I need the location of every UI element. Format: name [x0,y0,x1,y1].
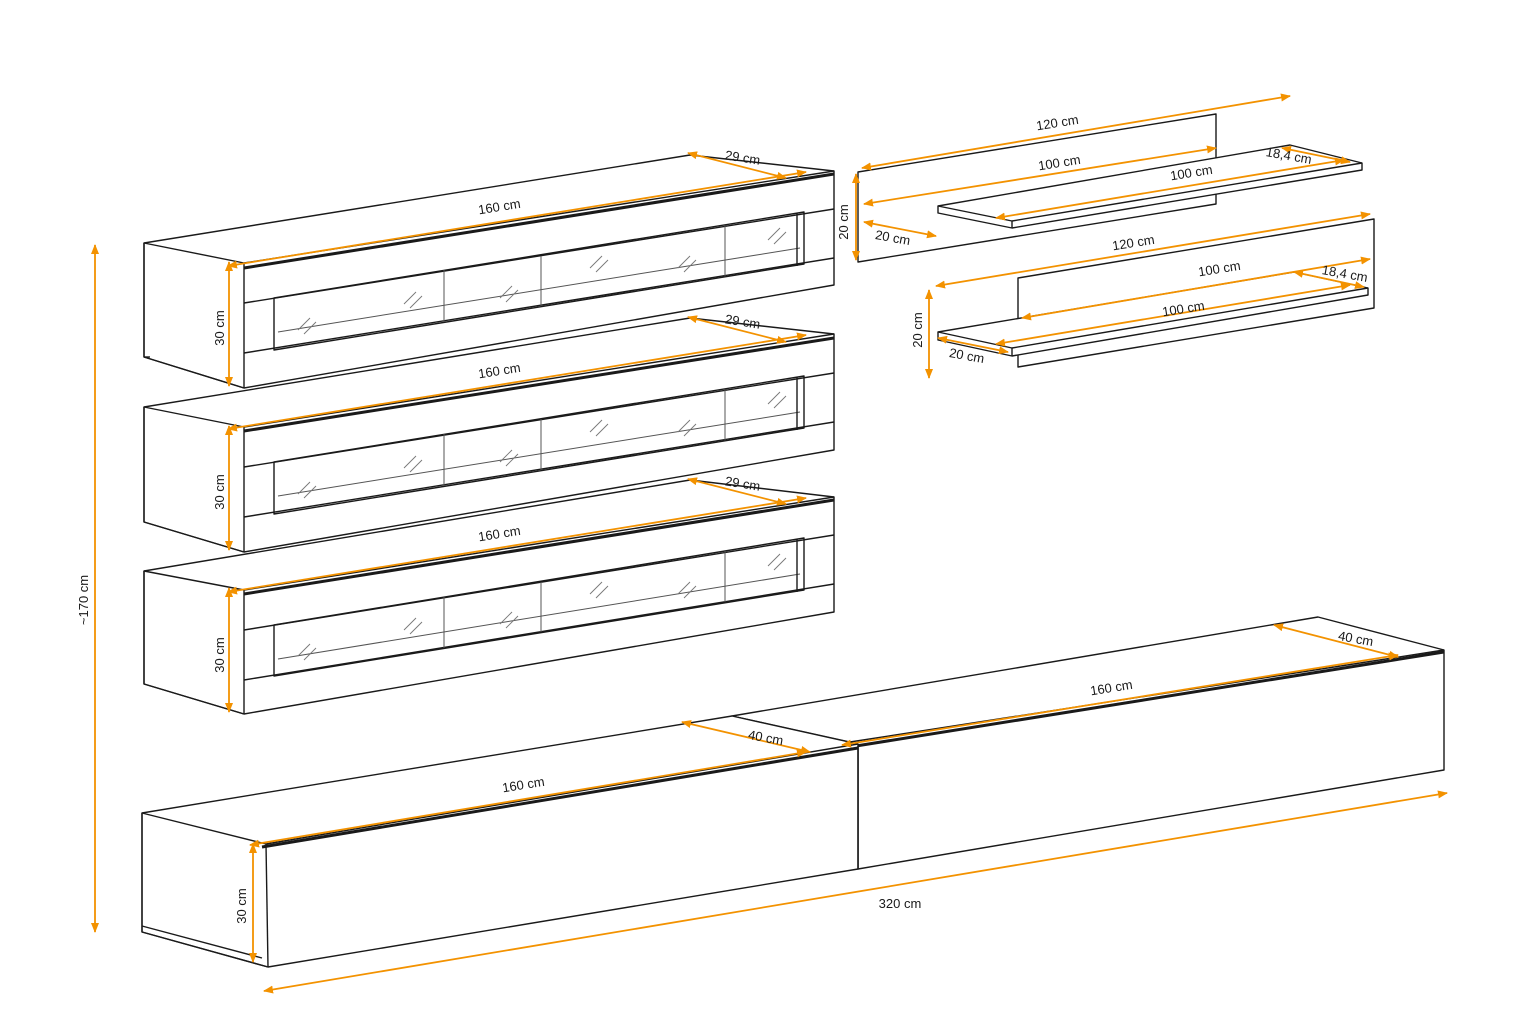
overall-height-label: ~170 cm [76,575,91,625]
cabinet-middle-length-label: 160 cm [477,360,521,381]
tv-right-depth-label: 40 cm [1337,628,1374,649]
tv-left-length-label: 160 cm [501,774,545,795]
shelf-lower-side-depth-label: 20 cm [948,345,985,366]
tv-board-left [141,715,859,968]
shelf-upper-dimensions: 120 cm 100 cm 100 cm 18,4 cm 20 cm 20 cm [836,93,1351,261]
shelf-lower-panel-length-label: 120 cm [1111,232,1155,253]
tv-left-height-label: 30 cm [234,888,249,923]
shelf-lower-inner-length-label: 100 cm [1161,298,1205,319]
cabinet-middle-height-label: 30 cm [212,474,227,509]
wall-shelf-lower [937,218,1375,368]
cabinet-top-height-label: 30 cm [212,310,227,345]
cabinet-top-length-label: 160 cm [477,196,521,217]
tv-right-length-label: 160 cm [1089,677,1133,698]
cabinet-bottom-dimensions: 160 cm 29 cm 30 cm [212,473,807,713]
cabinet-bottom-length-label: 160 cm [477,523,521,544]
tv-left-depth-label: 40 cm [747,727,784,748]
shelf-upper-side-depth-label: 20 cm [874,227,911,248]
shelf-lower-height-label: 20 cm [910,312,925,347]
tv-total-length-label: 320 cm [879,896,922,911]
cabinet-top-dimensions: 160 cm 29 cm 30 cm [212,147,807,387]
overall-height-dimension: ~170 cm [76,244,99,933]
shelf-lower-shelf-length-label: 100 cm [1197,258,1241,279]
shelf-upper-panel-length-label: 120 cm [1035,112,1079,133]
cabinet-middle-depth-label: 29 cm [724,311,761,331]
shelf-lower-dimensions: 120 cm 100 cm 100 cm 18,4 cm 20 cm 20 cm [910,211,1371,379]
cabinet-bottom-height-label: 30 cm [212,637,227,672]
shelf-upper-inner-length-label: 100 cm [1169,162,1213,183]
tv-board-dimensions: 160 cm 40 cm 30 cm 160 cm 40 cm 320 cm [234,623,1448,994]
cabinet-top-depth-label: 29 cm [724,147,761,167]
shelf-upper-height-label: 20 cm [836,204,851,239]
cabinet-bottom-depth-label: 29 cm [724,473,761,493]
